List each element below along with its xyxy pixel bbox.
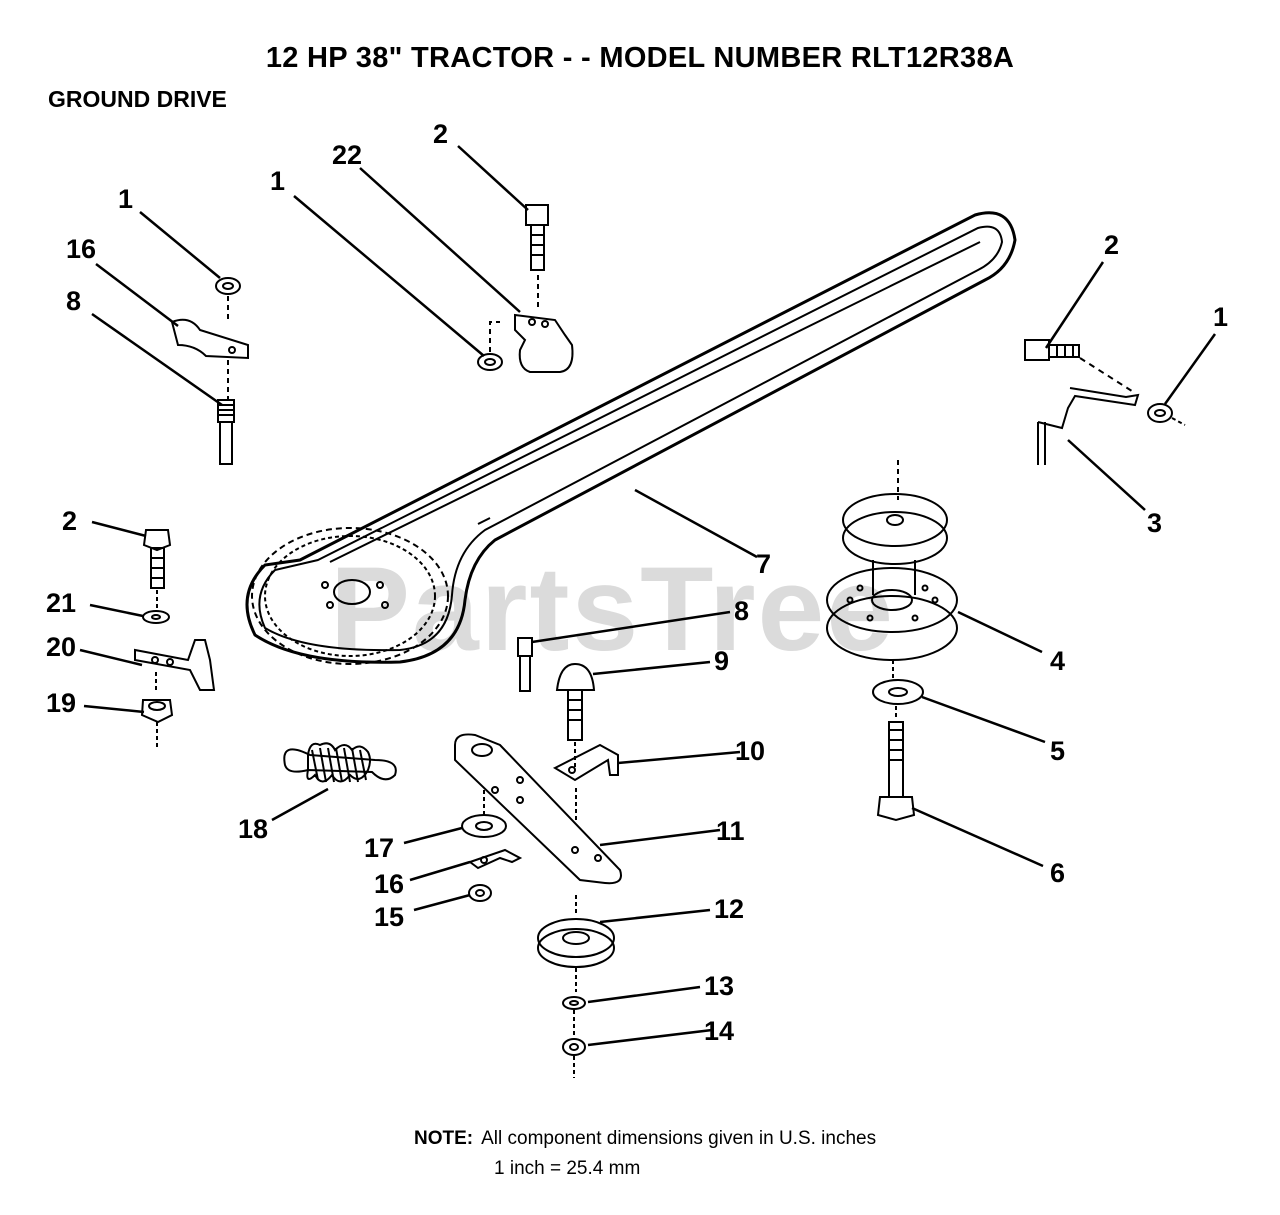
- callout-5: 5: [1050, 736, 1065, 766]
- callout-20: 20: [46, 632, 76, 662]
- bolt-part-8-center[interactable]: [517, 637, 533, 692]
- bolt-part-6[interactable]: [876, 721, 916, 822]
- spring-part-18[interactable]: [283, 742, 397, 783]
- engine-pulley[interactable]: [251, 527, 449, 665]
- callout-2-top: 2: [433, 119, 448, 149]
- nut-part-19[interactable]: [140, 699, 174, 750]
- callout-17: 17: [364, 833, 394, 863]
- note-label: NOTE:: [414, 1128, 474, 1149]
- washer-part-21[interactable]: [142, 610, 170, 624]
- nut-part-1-left[interactable]: [215, 277, 241, 320]
- belt-guide-part-16-top[interactable]: [170, 318, 249, 400]
- callout-1-center: 1: [270, 166, 285, 196]
- nut-part-1-right[interactable]: [1147, 403, 1186, 426]
- bracket-part-16-bottom[interactable]: [467, 848, 523, 870]
- callout-labels: 1 16 8 1 22 2 2 1 3 7 2 21 20 19 8 9 4 5…: [46, 119, 1228, 1046]
- bolt-part-2-top[interactable]: [525, 204, 549, 310]
- callout-3: 3: [1147, 508, 1162, 538]
- callout-16-bottom: 16: [374, 869, 404, 899]
- callout-18: 18: [238, 814, 268, 844]
- callout-8-top: 8: [66, 286, 81, 316]
- note-text: All component dimensions given in U.S. i…: [481, 1128, 877, 1149]
- callout-7: 7: [756, 549, 771, 579]
- callout-8-center: 8: [734, 596, 749, 626]
- carriage-bolt-part-9[interactable]: [555, 662, 596, 770]
- callout-2-left: 2: [62, 506, 77, 536]
- washer-part-5[interactable]: [872, 679, 924, 720]
- nut-part-1-center[interactable]: [477, 321, 503, 371]
- nut-part-14[interactable]: [562, 1038, 586, 1078]
- spacer-part-17[interactable]: [461, 814, 507, 838]
- washer-part-13[interactable]: [562, 996, 586, 1038]
- bracket-part-10[interactable]: [552, 743, 619, 820]
- callout-13: 13: [704, 971, 734, 1001]
- callout-22: 22: [332, 140, 362, 170]
- leader-lines: [79, 145, 1217, 1047]
- bolt-part-2-right[interactable]: [1024, 339, 1136, 394]
- bolt-part-8-top[interactable]: [217, 399, 235, 465]
- nut-part-15[interactable]: [468, 884, 492, 902]
- transaxle-pulley-part-4[interactable]: [826, 460, 958, 680]
- callout-6: 6: [1050, 858, 1065, 888]
- callout-16-top: 16: [66, 234, 96, 264]
- diagram-title: 12 HP 38" TRACTOR - - MODEL NUMBER RLT12…: [265, 42, 1015, 74]
- section-title: GROUND DRIVE: [48, 86, 227, 112]
- callout-1-right: 1: [1213, 302, 1228, 332]
- callout-1-left: 1: [118, 184, 133, 214]
- callout-2-right: 2: [1104, 230, 1119, 260]
- bracket-part-22[interactable]: [514, 313, 574, 373]
- rod-part-3[interactable]: [1037, 387, 1140, 465]
- bracket-part-20[interactable]: [134, 639, 216, 691]
- idler-arm-part-11[interactable]: [454, 733, 622, 885]
- drive-belt[interactable]: [245, 211, 1017, 664]
- callout-9: 9: [714, 646, 729, 676]
- dimension-note: NOTE: All component dimensions given in U…: [414, 1124, 876, 1184]
- callout-19: 19: [46, 688, 76, 718]
- callout-15: 15: [374, 902, 404, 932]
- callout-14: 14: [704, 1016, 734, 1046]
- idler-pulley-part-12[interactable]: [537, 895, 615, 992]
- bolt-part-2-left[interactable]: [142, 529, 172, 608]
- callout-12: 12: [714, 894, 744, 924]
- callout-21: 21: [46, 588, 76, 618]
- note-conversion: 1 inch = 25.4 mm: [494, 1158, 641, 1179]
- callout-10: 10: [735, 736, 765, 766]
- callout-4: 4: [1050, 646, 1065, 676]
- callout-11: 11: [716, 816, 745, 846]
